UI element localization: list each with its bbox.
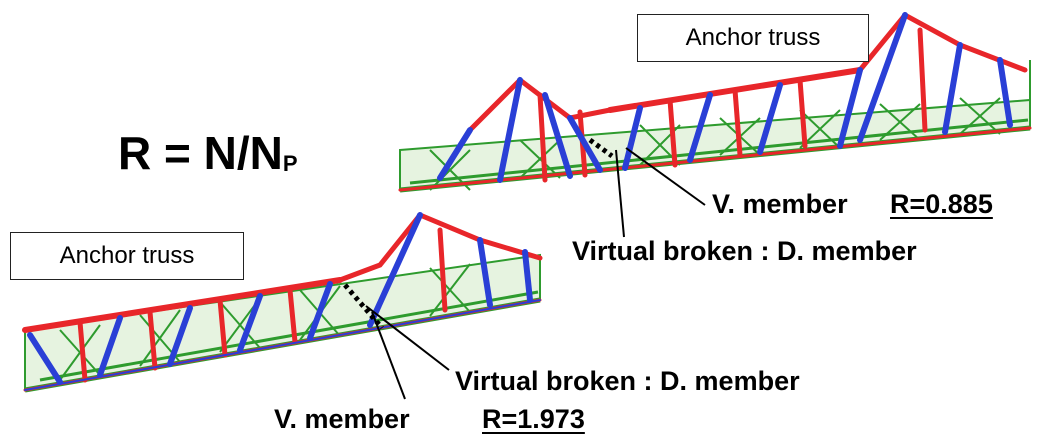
formula: R = N/NP	[118, 126, 298, 180]
leader-lines	[365, 147, 706, 400]
top-r-value: R=0.885	[890, 189, 993, 219]
bottom-v-member-label: V. member	[274, 404, 410, 434]
formula-lhs: R	[118, 127, 152, 179]
bottom-r-value: R=1.973	[482, 404, 585, 434]
formula-subscript: P	[282, 151, 298, 176]
bottom-truss-model	[22, 211, 543, 393]
bottom-anchor-truss-label: Anchor truss	[10, 232, 244, 280]
top-truss-model	[398, 11, 1032, 193]
top-virtual-broken-label: Virtual broken : D. member	[572, 236, 917, 266]
formula-rhs: N/N	[203, 127, 283, 179]
formula-equals: =	[164, 127, 191, 179]
bottom-virtual-broken-label: Virtual broken : D. member	[455, 366, 800, 396]
top-anchor-truss-label: Anchor truss	[637, 14, 869, 62]
top-v-member-label: V. member	[712, 189, 848, 219]
